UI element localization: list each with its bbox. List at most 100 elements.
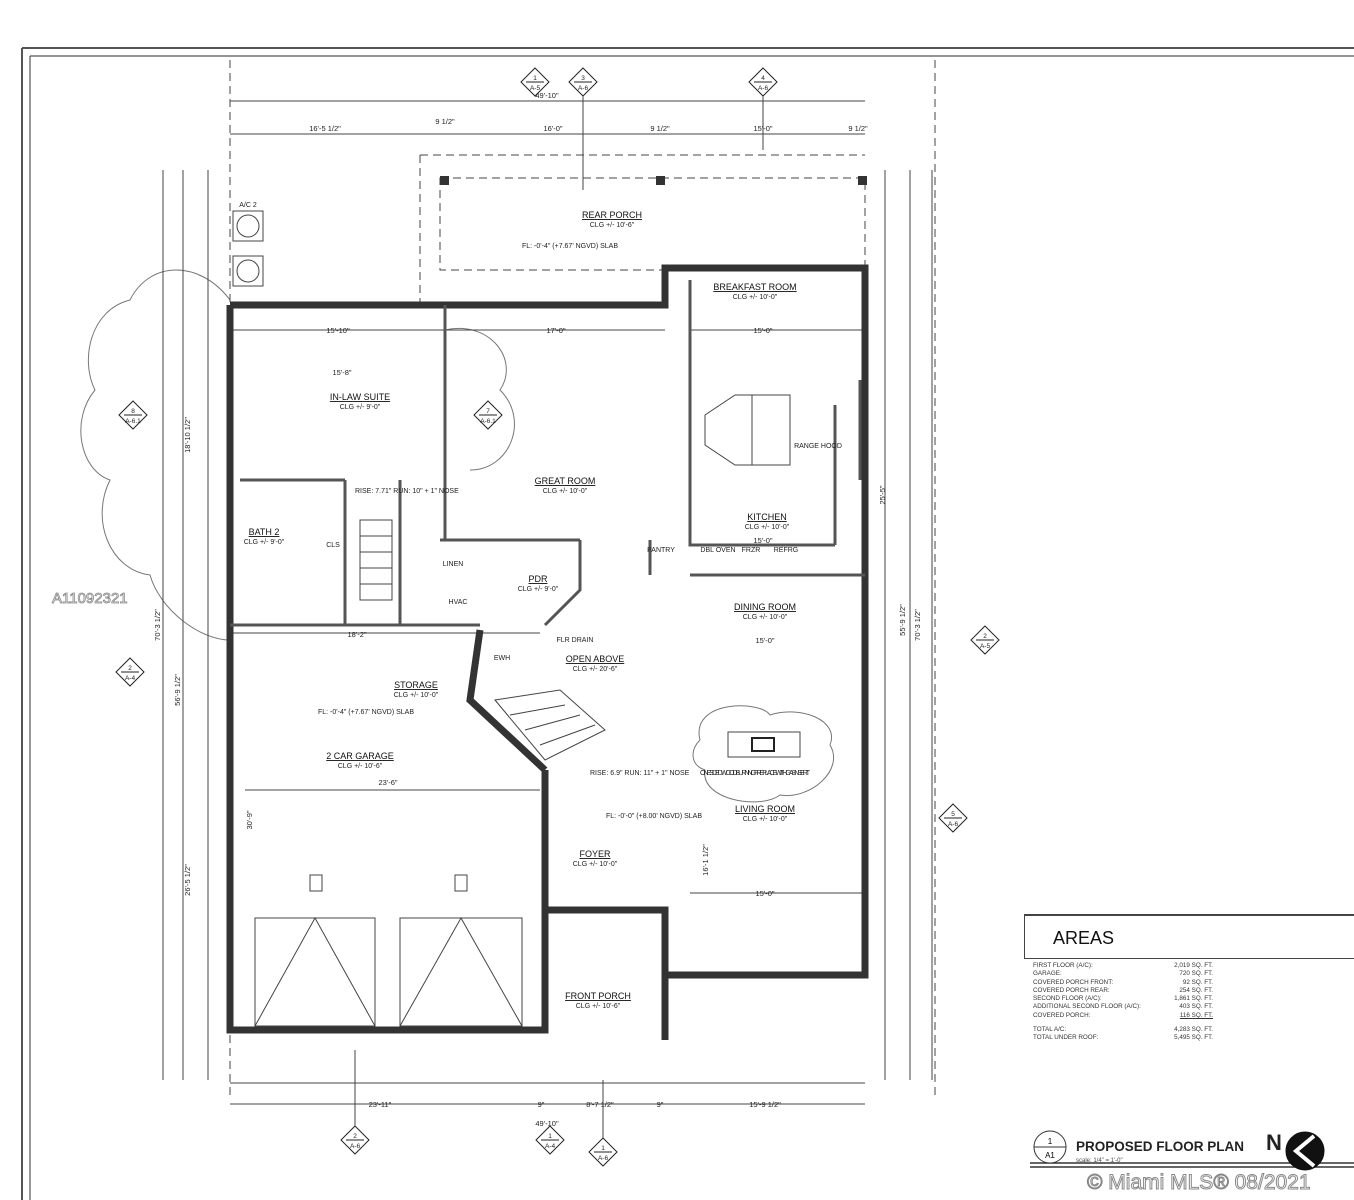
marker-sheet: A-6 — [598, 1155, 609, 1162]
dim: 49'-10" — [535, 1119, 559, 1128]
room-clg: CLG +/- 10'-6" — [576, 1003, 621, 1010]
slab-note: FL: -0'-0" (+8.00' NGVD) SLAB — [606, 813, 702, 820]
areas-total-row: TOTAL A/C: 4,283 SQ. FT. — [1033, 1026, 1213, 1034]
north-arrow-icon — [1285, 1131, 1325, 1171]
areas-title: AREAS — [1053, 928, 1115, 948]
area-label: COVERED PORCH FRONT: — [1033, 978, 1114, 986]
area-value: 4,283 SQ. FT. — [1174, 1026, 1213, 1034]
marker-num: 1 — [601, 1145, 605, 1152]
sheet-number: 1 — [1048, 1137, 1053, 1146]
area-label: GARAGE: — [1033, 970, 1062, 978]
room-clg: CLG +/- 10'-0" — [543, 488, 588, 495]
stair-note: RISE: 7.71" RUN: 10" + 1" NOSE — [355, 488, 459, 495]
room-clg: CLG +/- 10'-0" — [745, 524, 790, 531]
drawing-scale: scale: 1/4" = 1'-0" — [1076, 1158, 1123, 1164]
room-clg: CLG +/- 10'-0" — [743, 816, 788, 823]
area-label: TOTAL A/C: — [1033, 1026, 1067, 1034]
areas-row: SECOND FLOOR (A/C):1,861 SQ. FT. — [1033, 995, 1213, 1003]
rear-porch-outline — [439, 177, 866, 271]
areas-row: COVERED PORCH REAR: 254 SQ. FT. — [1033, 987, 1213, 995]
room-open-above: OPEN ABOVE — [566, 654, 625, 664]
sheet-border-inner — [29, 55, 1354, 1200]
room-clg: CLG +/- 10'-6" — [590, 222, 635, 229]
dim: 9 1/2" — [848, 124, 868, 133]
dimension-lines — [162, 60, 936, 1105]
kitchen-island — [751, 394, 791, 466]
room-pdr: PDR — [528, 574, 548, 584]
ac-units — [232, 210, 264, 287]
marker-sheet: A-4 — [545, 1143, 556, 1150]
column — [440, 176, 449, 185]
marker-sheet: A-6.1 — [480, 418, 496, 425]
area-value: 720 SQ. FT. — [1179, 970, 1213, 978]
room-clg: CLG +/- 9'-0" — [518, 586, 559, 593]
interior-walls — [230, 280, 865, 627]
fireplace — [727, 731, 801, 758]
dim: 17'-0" — [546, 326, 565, 335]
areas-total-row: TOTAL UNDER ROOF:5,495 SQ. FT. — [1033, 1034, 1213, 1042]
area-label: TOTAL UNDER ROOF: — [1033, 1034, 1099, 1042]
marker-sheet: A-5 — [530, 85, 541, 92]
area-value: 116 SQ. FT. — [1179, 1011, 1213, 1019]
dim: 70'-3 1/2" — [153, 609, 162, 641]
marker-num: 4 — [761, 75, 765, 82]
areas-header-box: AREAS — [1024, 914, 1354, 959]
areas-row: GARAGE: 720 SQ. FT. — [1033, 970, 1213, 978]
marker-num: 7 — [486, 408, 490, 415]
column — [656, 176, 665, 185]
dim: 16'-5 1/2" — [309, 124, 341, 133]
dim: 18'-10 1/2" — [183, 417, 192, 453]
room-clg: CLG +/- 9'-0" — [244, 539, 285, 546]
label-hvac: HVAC — [449, 599, 468, 606]
dim: 70'-3 1/2" — [913, 609, 922, 641]
label-water-heater: EWH — [494, 655, 510, 662]
label-refrigerator: REFRG — [774, 547, 799, 554]
dim: 9 1/2" — [435, 117, 455, 126]
room-clg: CLG +/- 10'-0" — [743, 614, 788, 621]
area-label: FIRST FLOOR (A/C): — [1033, 962, 1093, 969]
room-garage: 2 CAR GARAGE — [326, 751, 394, 761]
areas-row: FIRST FLOOR (A/C): 2,019 SQ. FT. — [1033, 962, 1213, 970]
marker-num: 1 — [548, 1133, 552, 1140]
areas-table: FIRST FLOOR (A/C): 2,019 SQ. FT. GARAGE: 7… — [1033, 962, 1213, 1043]
marker-num: 2 — [983, 633, 987, 640]
column — [858, 176, 867, 185]
section-markers — [115, 67, 1000, 1167]
dim: 15'-0" — [755, 889, 774, 898]
dim: 9" — [657, 1100, 664, 1109]
room-clg: CLG +/- 20'-6" — [573, 666, 618, 673]
dim: 16'-1 1/2" — [701, 844, 710, 876]
copyright-watermark: © Miami MLS® 08/2021 — [1087, 1171, 1312, 1195]
kitchen-counter — [704, 394, 753, 466]
area-value: 254 SQ. FT. — [1179, 986, 1213, 994]
marker-sheet: A-5 — [980, 643, 991, 650]
dim: 23'-11" — [369, 1100, 392, 1109]
dim: 55'-9 1/2" — [898, 604, 907, 636]
marker-num: 8 — [131, 408, 135, 415]
area-value: 403 SQ. FT. — [1179, 1003, 1213, 1011]
label-fireplace: ONE SIDED WOOD BURNING FIREPLACE WITH GA… — [700, 770, 811, 777]
dim: 9 1/2" — [650, 124, 670, 133]
revision-cloud — [692, 705, 835, 803]
room-front-porch: FRONT PORCH — [565, 991, 631, 1001]
room-clg: CLG +/- 10'-0" — [394, 692, 439, 699]
area-value: 1,861 SQ. FT. — [1174, 995, 1213, 1003]
marker-num: 2 — [353, 1133, 357, 1140]
north-label: N — [1266, 1130, 1282, 1155]
dim: 15'-9 1/2" — [749, 1100, 781, 1109]
room-inlaw-suite: IN-LAW SUITE — [330, 392, 390, 402]
listing-id-watermark: A11092321 — [52, 590, 128, 608]
area-label: COVERED PORCH REAR: — [1033, 986, 1110, 994]
dim: 15'-0" — [755, 636, 774, 645]
fireplace-box — [751, 737, 775, 752]
marker-num: 1 — [533, 75, 537, 82]
dim: 23'-6" — [378, 778, 397, 787]
dim: 15'-10" — [326, 326, 350, 335]
slab-note: FL: -0'-4" (+7.67' NGVD) SLAB — [318, 709, 414, 716]
north-arrow-chevron — [1292, 1134, 1316, 1168]
dim: 8'-7 1/2" — [586, 1100, 614, 1109]
room-living: LIVING ROOM — [735, 804, 795, 814]
roof-outline — [419, 154, 865, 305]
area-value: 2,019 SQ. FT. — [1174, 962, 1213, 969]
dim: 16'-0" — [543, 124, 562, 133]
